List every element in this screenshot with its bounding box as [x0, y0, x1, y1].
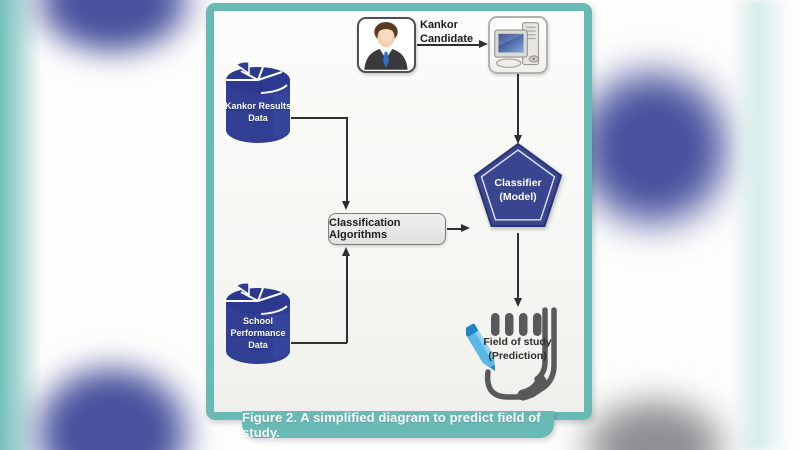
arrow-candidate-computer-line [417, 44, 480, 46]
background-blur-blob-bottom-left [26, 358, 198, 450]
arrow-classifier-prediction-line [517, 233, 519, 299]
candidate-node [357, 17, 416, 73]
school-database-label: School Performance Data [230, 316, 286, 350]
arrow-algorithms-classifier-line [447, 228, 462, 230]
classifier-label: Classifier (Model) [494, 177, 542, 203]
arrow-candidate-computer-head [479, 40, 488, 49]
algorithms-box: Classification Algorithms [328, 213, 446, 245]
connector-results-head [342, 201, 351, 210]
arrow-classifier-prediction-head [513, 298, 522, 307]
classifier-pentagon [473, 142, 563, 227]
background-blur-blob-bottom-right [572, 390, 737, 450]
school-database-node [225, 281, 291, 367]
candidate-label: Kankor Candidate [420, 19, 474, 45]
figure-caption: Figure 2. A simplified diagram to predic… [242, 409, 541, 440]
arrow-algorithms-classifier-head [461, 224, 470, 233]
hand-pen-icon [466, 307, 557, 401]
computer-node [488, 16, 548, 74]
figure-caption-bar: Figure 2. A simplified diagram to predic… [242, 409, 554, 440]
prediction-label: Field of study (Prediction) [483, 336, 552, 362]
connector-school-horizontal [291, 342, 347, 344]
connector-school-head [342, 247, 351, 256]
connector-results-horizontal [291, 117, 347, 119]
connector-results-vertical [346, 117, 348, 202]
background-teal-strip-left [0, 0, 42, 450]
arrow-computer-classifier-head [513, 135, 522, 144]
connector-school-vertical [346, 255, 348, 343]
person-icon [364, 22, 408, 70]
database-pie-icon [226, 282, 290, 364]
background-blur-blob-right [566, 58, 741, 238]
algorithms-label: Classification Algorithms [329, 217, 401, 241]
results-database-label: Kankor Results Data [224, 101, 292, 123]
background-blur-blob-top-left [28, 0, 198, 60]
arrow-computer-classifier-line [517, 74, 519, 136]
computer-icon [494, 22, 540, 68]
background-teal-strip-right [730, 0, 790, 450]
results-database-node [225, 60, 291, 146]
database-pie-icon [226, 61, 290, 143]
